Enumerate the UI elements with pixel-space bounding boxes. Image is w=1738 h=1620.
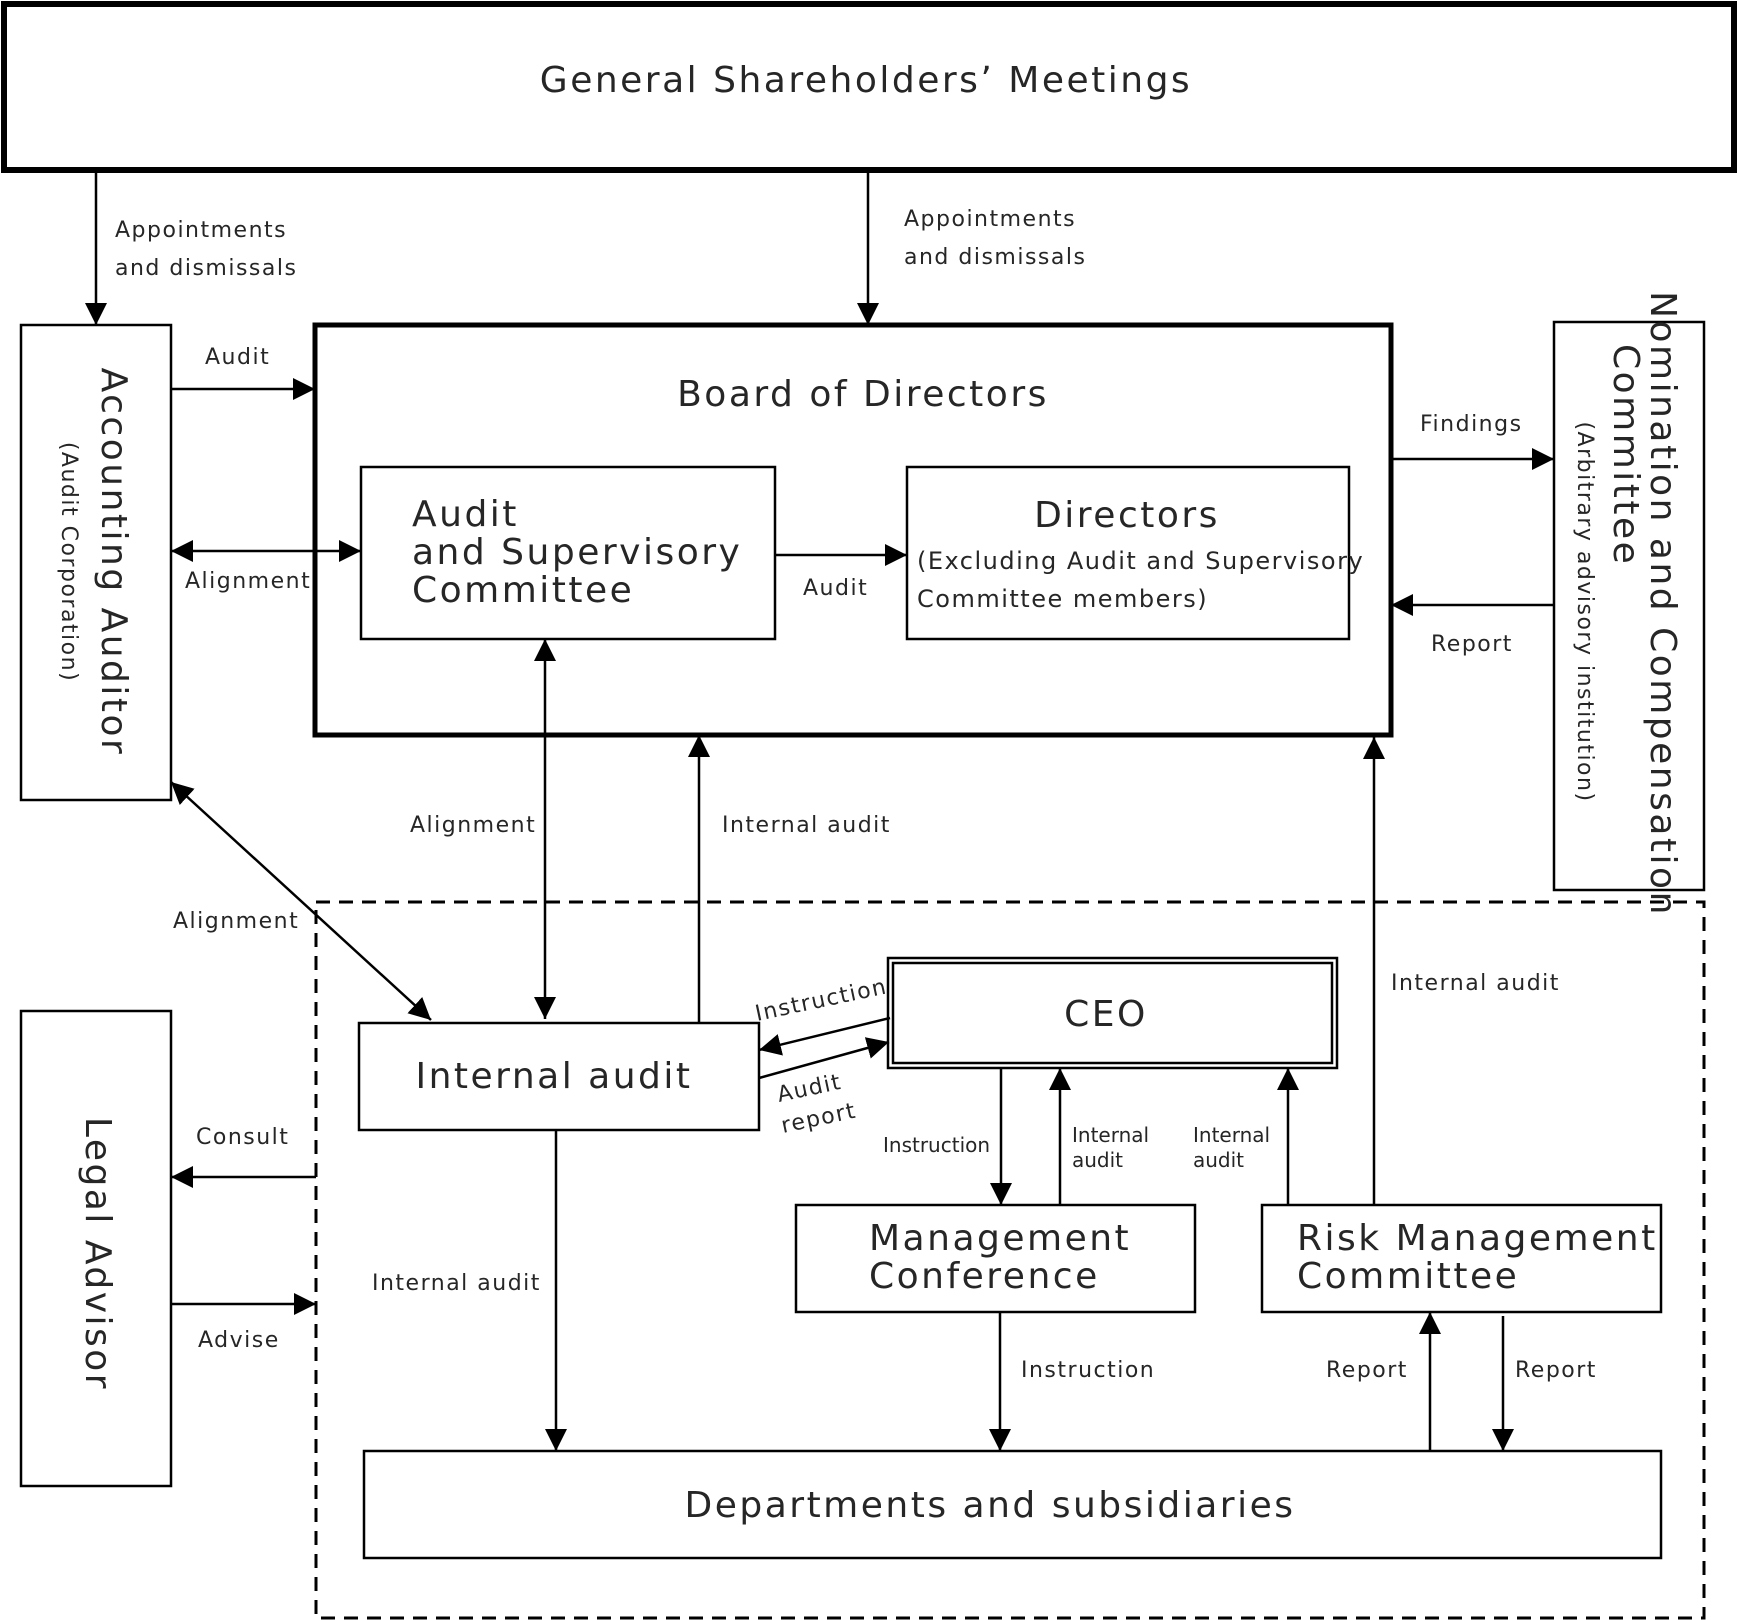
accounting-auditor-label: Accounting Auditor [93, 368, 134, 757]
label-ceo-to-management: Instruction [883, 1133, 990, 1157]
label-appointments-center-1: Appointments [904, 207, 1076, 232]
label-consult: Consult [196, 1125, 289, 1150]
risk-management-box: Risk Management Committee [1260, 1203, 1663, 1314]
label-risk-to-ceo-2: audit [1193, 1148, 1244, 1172]
label-alignment-aa-internal: Alignment [173, 909, 299, 934]
audit-committee-label-3: Committee [412, 570, 634, 611]
management-label-1: Management [869, 1218, 1131, 1259]
shareholders-box: General Shareholders’ Meetings [1, 1, 1737, 173]
shareholders-label: General Shareholders’ Meetings [540, 60, 1192, 101]
label-appointments-left-1: Appointments [115, 218, 287, 243]
directors-label: Directors [1034, 495, 1220, 536]
arrow-alignment-aa-internal [170, 781, 432, 1021]
label-audit-to-board: Audit [205, 345, 270, 370]
management-label-2: Conference [869, 1256, 1100, 1297]
legal-advisor-label: Legal Advisor [77, 1117, 118, 1391]
arrow-ceo-instruction-internal [758, 1016, 891, 1056]
ceo-box: CEO [886, 956, 1339, 1070]
label-management-to-ceo-1: Internal [1072, 1123, 1149, 1147]
nomination-label-1: Nomination and Compensation [1642, 291, 1683, 917]
label-alignment-aa-committee: Alignment [185, 569, 311, 594]
executive-area-border [314, 900, 1706, 1620]
accounting-auditor-sublabel: (Audit Corporation) [56, 442, 81, 682]
label-advise: Advise [198, 1328, 280, 1353]
ceo-label: CEO [1064, 994, 1148, 1035]
label-alignment-committee-internal: Alignment [410, 813, 536, 838]
label-risk-to-depts: Report [1515, 1358, 1597, 1383]
audit-committee-box: Audit and Supervisory Committee [359, 465, 777, 641]
directors-sublabel-2: Committee members) [917, 585, 1208, 613]
label-management-to-ceo-2: audit [1072, 1148, 1123, 1172]
label-appointments-center-2: and dismissals [904, 245, 1086, 270]
nomination-sublabel: (Arbitrary advisory institution) [1572, 421, 1597, 802]
accounting-auditor-box: Accounting Auditor (Audit Corporation) [19, 323, 173, 802]
management-conference-box: Management Conference [794, 1203, 1197, 1314]
directors-sublabel-1: (Excluding Audit and Supervisory [917, 547, 1364, 575]
label-report-nomination: Report [1431, 632, 1513, 657]
departments-label: Departments and subsidiaries [684, 1485, 1295, 1526]
label-management-to-depts: Instruction [1021, 1358, 1155, 1383]
audit-committee-label-2: and Supervisory [412, 532, 742, 573]
internal-audit-box: Internal audit [357, 1021, 761, 1132]
label-depts-to-risk: Report [1326, 1358, 1408, 1383]
board-label: Board of Directors [677, 374, 1049, 415]
nomination-committee-box: Nomination and Compensation Committee (A… [1552, 291, 1706, 917]
label-appointments-left-2: and dismissals [115, 256, 297, 281]
label-findings: Findings [1420, 412, 1523, 437]
label-internal-audit-to-depts: Internal audit [372, 1271, 541, 1296]
audit-committee-label-1: Audit [412, 494, 519, 535]
label-ceo-instruction-internal: Instruction [753, 975, 890, 1027]
risk-label-2: Committee [1297, 1256, 1519, 1297]
risk-label-1: Risk Management [1297, 1218, 1658, 1259]
label-risk-to-ceo-1: Internal [1193, 1123, 1270, 1147]
arrow-audit-report-ceo [758, 1037, 890, 1080]
directors-box: Directors (Excluding Audit and Superviso… [905, 465, 1364, 641]
label-committee-to-directors: Audit [803, 576, 868, 601]
departments-box: Departments and subsidiaries [362, 1449, 1663, 1560]
nomination-label-2: Committee [1605, 344, 1646, 566]
internal-audit-label: Internal audit [415, 1056, 692, 1097]
label-internal-audit-to-board: Internal audit [722, 813, 891, 838]
label-risk-to-board: Internal audit [1391, 971, 1560, 996]
legal-advisor-box: Legal Advisor [19, 1009, 173, 1488]
